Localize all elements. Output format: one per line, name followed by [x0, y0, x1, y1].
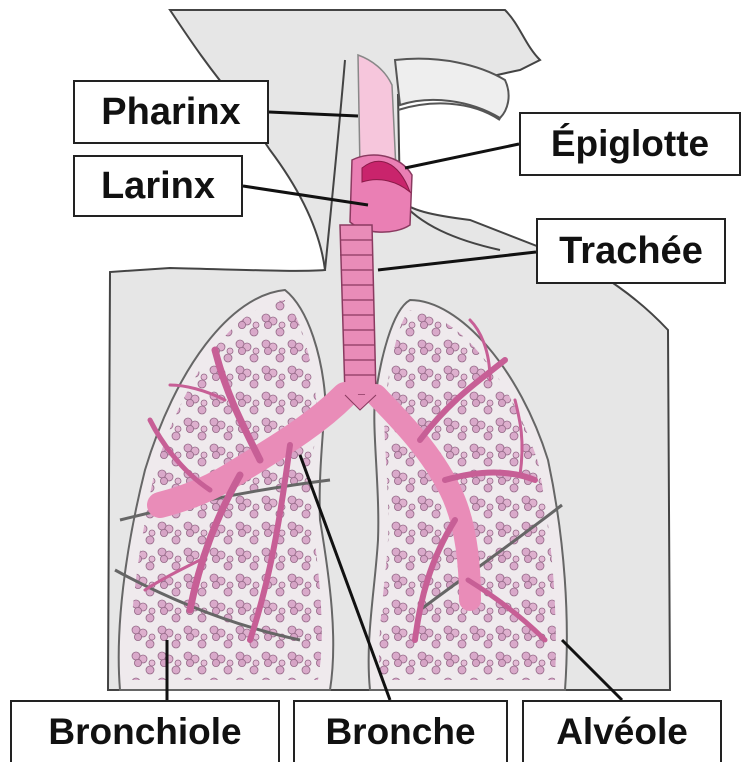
trachee-label: Trachée — [536, 218, 726, 284]
pharinx-label: Pharinx — [73, 80, 269, 144]
bronchiole-label: Bronchiole — [10, 700, 280, 762]
trachea-shape — [340, 225, 376, 395]
epiglotte-label: Épiglotte — [519, 112, 741, 176]
larinx-label: Larinx — [73, 155, 243, 217]
alveole-label: Alvéole — [522, 700, 722, 762]
bronche-label: Bronche — [293, 700, 508, 762]
